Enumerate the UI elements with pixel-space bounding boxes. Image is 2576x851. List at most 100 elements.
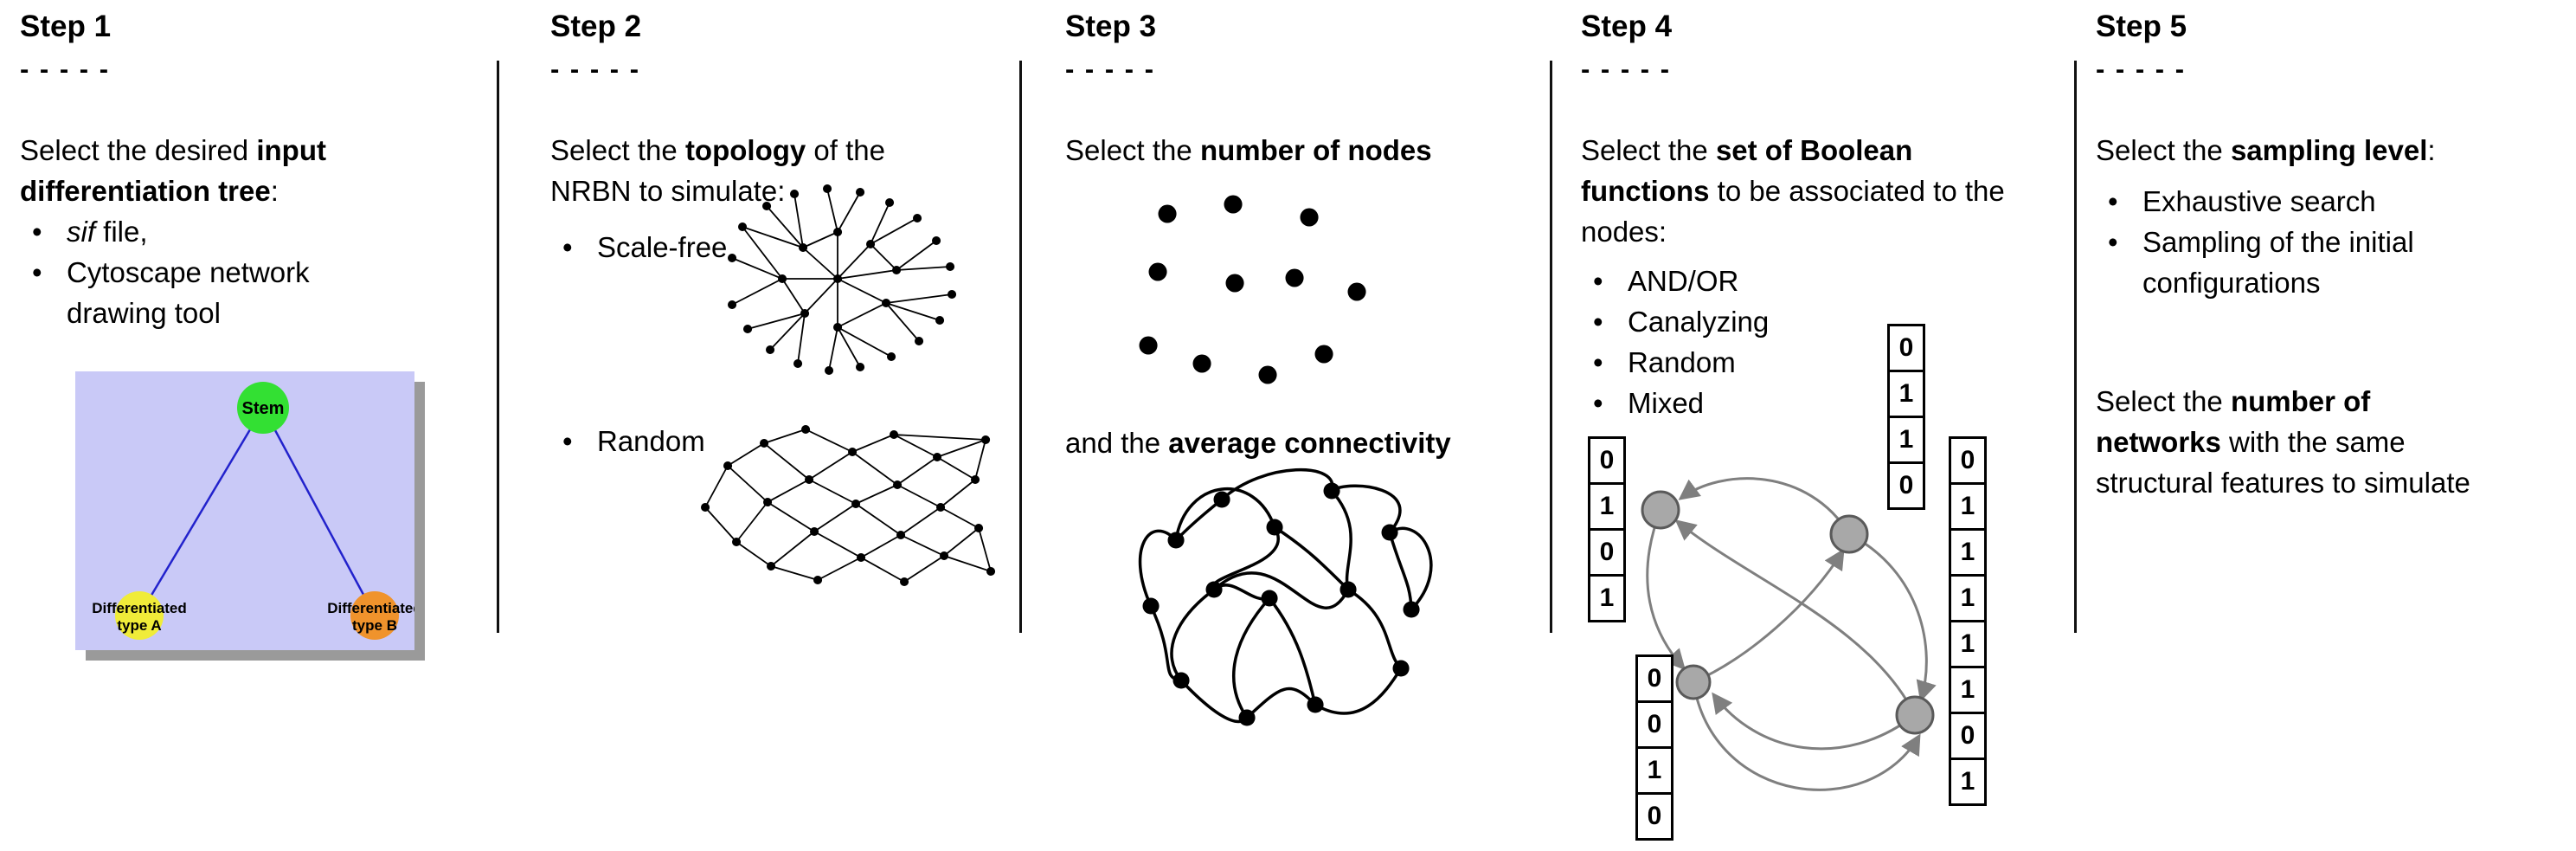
text-segment: Select the: [1065, 134, 1200, 166]
text-segment: file,: [95, 216, 148, 248]
truth-table-cell: 0: [1635, 654, 1673, 703]
text-segment-bold: number of nodes: [1199, 134, 1432, 166]
text-segment-bold: set of Boolean functions: [1581, 134, 1913, 207]
step-5-networks-text: Select the number of networks with the s…: [2096, 381, 2494, 503]
truth-table-cell: 1: [1635, 746, 1673, 795]
step-3-dashes: - - - - -: [1065, 54, 1156, 84]
text-segment-italic: sif: [67, 216, 95, 248]
truth-table-cell: 0: [1588, 528, 1626, 577]
bullet-mixed: Mixed: [1581, 383, 2031, 423]
type-a-label-line2: type A: [117, 617, 161, 634]
step-4-bullets: AND/OR Canalyzing Random Mixed: [1581, 261, 2031, 423]
type-a-label-line1: Differentiated: [92, 600, 187, 616]
step-5-bullets: Exhaustive search Sampling of the initia…: [2096, 181, 2502, 303]
text-segment-bold: average connectivity: [1168, 427, 1451, 459]
step-1-bullets: sif file, Cytoscape network drawing tool: [20, 211, 401, 333]
bullet-cytoscape: Cytoscape network drawing tool: [20, 252, 401, 333]
truth-table-cell: 0: [1887, 461, 1925, 510]
step-1-column: Step 1 - - - - - Select the desired inpu…: [20, 9, 401, 333]
random-network-figure: [701, 425, 996, 586]
text-segment: Select the: [1581, 134, 1716, 166]
bullet-canalyzing: Canalyzing: [1581, 301, 2031, 342]
connectivity-network-figure: [1138, 468, 1433, 726]
step-2-dashes: - - - - -: [550, 54, 641, 84]
text-segment: Select the: [2096, 134, 2231, 166]
tree-edge-b: [261, 407, 376, 616]
truth-table-cell: 0: [1949, 436, 1987, 485]
bool-arrow-5: [1712, 692, 1916, 751]
text-segment: of the NRBN to simulate:: [550, 134, 885, 207]
truth-table-cell: 0: [1949, 712, 1987, 760]
differentiation-tree-figure: Stem Differentiated type A Differentiate…: [75, 371, 422, 650]
random-edges: [704, 429, 992, 583]
truth-table-cell: 1: [1949, 574, 1987, 622]
step-2-column: Step 2 - - - - - Select the topology of …: [550, 9, 957, 268]
text-segment: with the same structural features to sim…: [2096, 426, 2470, 499]
connectivity-nodes: [1142, 482, 1420, 726]
bullet-and-or: AND/OR: [1581, 261, 2031, 301]
step-5-intro: Select the sampling level:: [2096, 130, 2502, 171]
stem-node: [237, 382, 289, 434]
text-segment: and the: [1065, 427, 1169, 459]
step-1-intro: Select the desired input differentiation…: [20, 130, 401, 211]
text-segment-bold: input differentiation tree: [20, 134, 326, 207]
differentiation-tree-svg: Stem Differentiated type A Differentiate…: [92, 382, 422, 640]
text-segment: Select the desired: [20, 134, 257, 166]
text-segment-bold: number of networks: [2096, 385, 2371, 458]
bullet-exhaustive-search: Exhaustive search: [2096, 181, 2502, 222]
truth-table-cell: 1: [1949, 666, 1987, 714]
bullet-random: Random: [550, 421, 705, 461]
bool-arrow-3: [1693, 548, 1845, 684]
step-5-title: Step 5: [2096, 10, 2187, 43]
step-3-column: Step 3 - - - - - Select the number of no…: [1065, 9, 1532, 171]
tree-edge-a: [138, 407, 265, 616]
type-b-node: [350, 591, 399, 640]
text-segment: to be associated to the nodes:: [1581, 175, 2005, 248]
step-2-intro: Select the topology of the NRBN to simul…: [550, 130, 957, 211]
bool-arrow-4: [1848, 532, 1937, 702]
bool-arrow-1: [1678, 477, 1851, 535]
text-segment: Select the: [2096, 385, 2231, 417]
bool-arrow-6: [1692, 681, 1921, 791]
step-1-dashes: - - - - -: [20, 54, 111, 84]
step-4-dashes: - - - - -: [1581, 54, 1672, 84]
column-divider-4: [2074, 61, 2077, 633]
type-b-label-line2: type B: [352, 617, 397, 634]
step-2-bullets: Scale-free: [550, 227, 957, 268]
text-segment: Select the: [550, 134, 685, 166]
scale-free-nodes: [728, 184, 957, 375]
truth-table-cell: 1: [1887, 416, 1925, 464]
boolean-network-svg: [1641, 477, 1937, 791]
bool-node-1: [1641, 490, 1680, 530]
text-segment-bold: topology: [684, 134, 806, 166]
column-divider-3: [1550, 61, 1552, 633]
text-segment: Cytoscape network drawing tool: [67, 256, 310, 329]
bool-node-2: [1829, 514, 1869, 554]
truth-table-cell: 0: [1635, 792, 1673, 841]
bool-arrow-2: [1674, 519, 1917, 716]
truth-table-cell: 1: [1588, 482, 1626, 531]
step-4-intro: Select the set of Boolean functions to b…: [1581, 130, 2031, 252]
truth-table-cell: 1: [1949, 620, 1987, 668]
step-5-column: Step 5 - - - - - Select the sampling lev…: [2096, 9, 2502, 303]
truth-table-cell: 1: [1588, 574, 1626, 622]
step-4-column: Step 4 - - - - - Select the set of Boole…: [1581, 9, 2031, 423]
type-b-label-line1: Differentiated: [327, 600, 414, 616]
truth-table-cell: 0: [1588, 436, 1626, 485]
truth-table-cell: 0: [1887, 324, 1925, 372]
bullet-scale-free: Scale-free: [550, 227, 957, 268]
step-1-title: Step 1: [20, 10, 112, 43]
step-3-intro: Select the number of nodes: [1065, 130, 1532, 171]
scale-free-edges: [731, 188, 953, 371]
random-nodes: [701, 425, 996, 586]
nodes-scatter-figure: [1139, 195, 1366, 384]
truth-table-cell: 1: [1949, 482, 1987, 531]
stem-label: Stem: [242, 399, 285, 418]
step-3-connectivity-text: and the average connectivity: [1065, 422, 1550, 463]
